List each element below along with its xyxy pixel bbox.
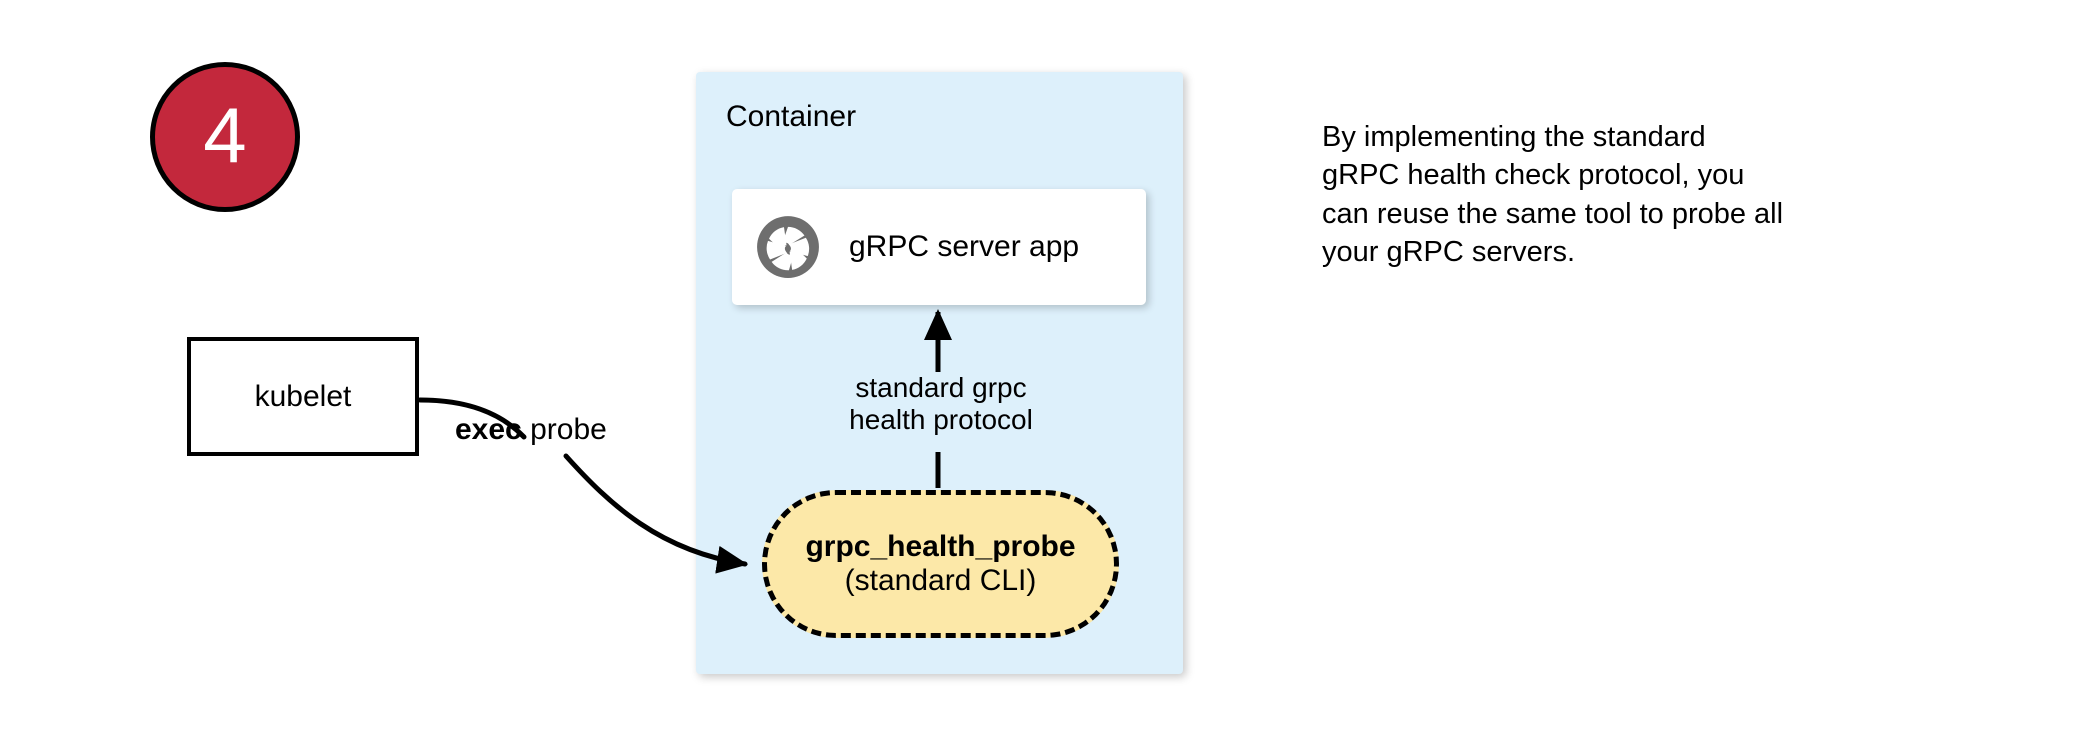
exec-probe-label-rest: probe <box>521 413 607 446</box>
grpc-health-probe-box: grpc_health_probe (standard CLI) <box>762 490 1119 638</box>
explanation-note-line3: can reuse the same tool to probe all <box>1322 197 1784 230</box>
grpc-server-app-label: gRPC server app <box>849 230 1080 263</box>
explanation-note-line1: By implementing the standard <box>1322 121 1706 153</box>
health-protocol-label-line1: standard grpc <box>855 372 1027 403</box>
grpc-health-probe-subtitle: (standard CLI) <box>844 564 1037 597</box>
exec-probe-label-bold: exec <box>455 413 522 446</box>
kubelet-label: kubelet <box>254 379 352 413</box>
grpc-health-probe-title: grpc_health_probe <box>805 530 1076 564</box>
explanation-note-line2: gRPC health check protocol, you <box>1322 159 1745 192</box>
aperture-icon <box>757 216 819 278</box>
step-number-label: 4 <box>203 91 247 179</box>
container-title: Container <box>726 100 857 133</box>
exec-probe-label: exec probe <box>455 413 607 447</box>
health-protocol-label: standard grpc health protocol <box>835 372 1047 437</box>
kubelet-box: kubelet <box>187 337 419 456</box>
explanation-note-line4: your gRPC servers. <box>1322 235 1576 268</box>
step-number-badge: 4 <box>150 62 300 212</box>
grpc-server-app-card: gRPC server app <box>732 189 1146 305</box>
health-protocol-label-line2: health protocol <box>849 404 1033 436</box>
explanation-note: By implementing the standard gRPC health… <box>1322 118 1902 271</box>
